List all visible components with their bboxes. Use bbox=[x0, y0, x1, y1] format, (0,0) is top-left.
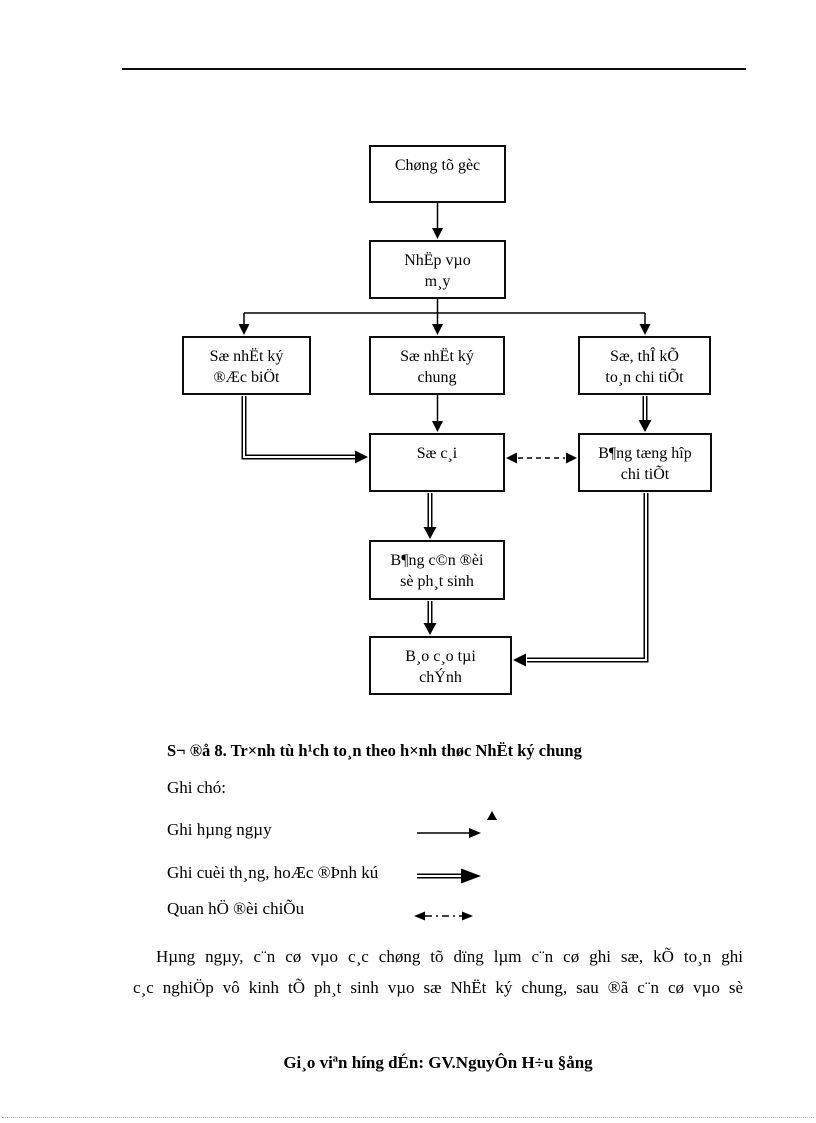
legend-item-reconcile: Quan hÖ ®èi chiÕu bbox=[167, 899, 305, 918]
flowchart-box-nhap-vao-may: NhËp vµo m¸y bbox=[369, 240, 506, 299]
legend-title: Ghi chó: bbox=[167, 778, 227, 797]
legend-item-monthly: Ghi cuèi th¸ng, hoÆc ®Þnh kú bbox=[167, 863, 379, 882]
arrowheads bbox=[238, 228, 652, 667]
box-line: Sæ nhËt ký bbox=[400, 348, 474, 365]
body-paragraph: Hµng ngµy, c¨n cø vµo c¸c chøng tõ dïng … bbox=[133, 941, 743, 1003]
box-line: ®Æc biÖt bbox=[213, 369, 280, 386]
box-line: B¶ng tæng hîp bbox=[598, 445, 692, 462]
box-line: B¶ng c©n ®èi bbox=[390, 552, 484, 569]
box-line: to¸n chi tiÕt bbox=[605, 369, 684, 386]
double-line-connectors bbox=[241, 396, 649, 663]
flowchart-box-bang-tong-hop: B¶ng tæng hîp chi tiÕt bbox=[578, 433, 712, 492]
paragraph-line: Hµng ngµy, c¨n cø vµo c¸c chøng tõ dïng … bbox=[156, 947, 743, 966]
flowchart-box-so-cai: Sæ c¸i bbox=[369, 433, 505, 492]
box-line: chung bbox=[417, 369, 457, 386]
flowchart-box-bang-can-doi: B¶ng c©n ®èi sè ph¸t sinh bbox=[369, 540, 505, 600]
box-line: chi tiÕt bbox=[620, 466, 670, 483]
paragraph-line: c¸c nghiÖp vô kinh tÕ ph¸t sinh vµo sæ N… bbox=[133, 978, 743, 997]
box-line: chÝnh bbox=[419, 669, 462, 686]
box-line: NhËp vµo bbox=[404, 252, 471, 269]
flowchart-box-bao-cao-tai-chinh: B¸o c¸o tµi chÝnh bbox=[369, 636, 512, 695]
flowchart-box-chung-tu-goc: Chøng tõ gèc bbox=[369, 145, 506, 203]
legend-item-daily: Ghi hµng ngµy bbox=[167, 820, 272, 839]
footer-dotted-rule bbox=[2, 1117, 814, 1118]
box-line: sè ph¸t sinh bbox=[400, 573, 474, 590]
box-line: m¸y bbox=[424, 273, 451, 290]
flowchart-box-so-the-ke-toan: Sæ, thÎ kÕ to¸n chi tiÕt bbox=[578, 336, 711, 395]
box-line: Sæ, thÎ kÕ bbox=[610, 348, 679, 365]
diagram-caption: S¬ ®å 8. Tr×nh tù h¹ch to¸n theo h×nh th… bbox=[167, 741, 582, 760]
branch-lines bbox=[243, 299, 646, 325]
box-line: Chøng tõ gèc bbox=[394, 157, 481, 174]
header-rule bbox=[122, 68, 746, 70]
legend-symbols bbox=[414, 811, 497, 921]
flowchart-box-so-nhat-ky-chung: Sæ nhËt ký chung bbox=[369, 336, 505, 395]
box-line: B¸o c¸o tµi bbox=[405, 648, 476, 665]
page-footer: Gi¸o viªn híng dÉn: GV.NguyÔn H÷u §ång bbox=[283, 1053, 593, 1072]
box-line: Sæ nhËt ký bbox=[209, 348, 284, 365]
box-line: Sæ c¸i bbox=[416, 445, 458, 462]
stray-triangle-mark bbox=[487, 811, 497, 820]
flowchart-box-so-nhat-ky-dac-biet: Sæ nhËt ký ®Æc biÖt bbox=[182, 336, 311, 395]
